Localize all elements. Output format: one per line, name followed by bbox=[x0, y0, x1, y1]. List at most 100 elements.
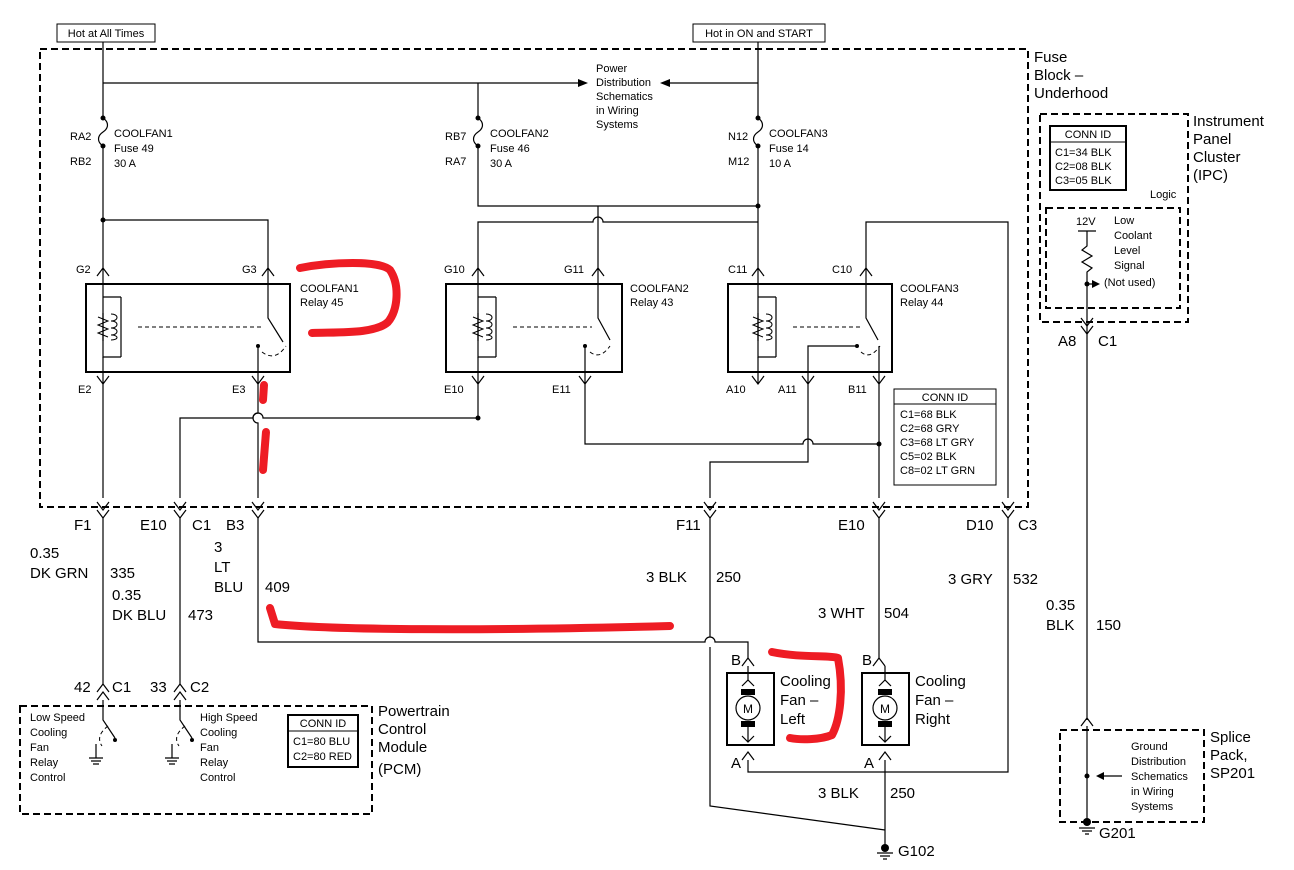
arrow-left-icon bbox=[660, 79, 670, 87]
svg-text:Fuse 46: Fuse 46 bbox=[490, 143, 530, 155]
pcm-module: Powertrain Control Module (PCM) 42 C1 33… bbox=[19, 679, 450, 815]
svg-text:Control: Control bbox=[378, 721, 426, 738]
svg-text:B: B bbox=[862, 652, 872, 669]
svg-text:Splice: Splice bbox=[1210, 729, 1251, 746]
svg-text:C1=68 BLK: C1=68 BLK bbox=[900, 409, 957, 421]
svg-text:CONN ID: CONN ID bbox=[300, 718, 347, 730]
svg-text:532: 532 bbox=[1013, 571, 1038, 588]
svg-text:C5=02 BLK: C5=02 BLK bbox=[900, 451, 957, 463]
svg-text:Panel: Panel bbox=[1193, 131, 1231, 148]
svg-text:SP201: SP201 bbox=[1210, 765, 1255, 782]
power-distribution-note: Power Distribution Schematics in Wiring … bbox=[596, 63, 653, 131]
hot-all-times-label: Hot at All Times bbox=[68, 28, 145, 40]
svg-text:3 BLK: 3 BLK bbox=[646, 569, 687, 586]
fuse-block-label-1: Fuse bbox=[1034, 49, 1067, 66]
svg-text:in Wiring: in Wiring bbox=[1131, 786, 1174, 798]
svg-text:(IPC): (IPC) bbox=[1193, 167, 1228, 184]
svg-text:C1: C1 bbox=[112, 679, 131, 696]
motor-icon-left: M bbox=[743, 702, 753, 716]
svg-text:Cooling: Cooling bbox=[200, 727, 237, 739]
svg-text:G2: G2 bbox=[76, 264, 91, 276]
fuse-coolfan2: RB7 RA7 COOLFAN2 Fuse 46 30 A bbox=[445, 114, 758, 207]
svg-text:Distribution: Distribution bbox=[596, 77, 651, 89]
svg-text:Pack,: Pack, bbox=[1210, 747, 1248, 764]
svg-text:Logic: Logic bbox=[1150, 189, 1177, 201]
svg-text:DK BLU: DK BLU bbox=[112, 607, 166, 624]
svg-text:(Not used): (Not used) bbox=[1104, 277, 1155, 289]
svg-text:RA2: RA2 bbox=[70, 131, 91, 143]
svg-text:D10: D10 bbox=[966, 517, 994, 534]
svg-text:30 A: 30 A bbox=[490, 158, 513, 170]
svg-text:Cluster: Cluster bbox=[1193, 149, 1241, 166]
svg-text:Schematics: Schematics bbox=[1131, 771, 1188, 783]
svg-text:250: 250 bbox=[890, 785, 915, 802]
svg-text:C10: C10 bbox=[832, 264, 852, 276]
svg-text:C1=34 BLK: C1=34 BLK bbox=[1055, 147, 1112, 159]
fuse-block-label-3: Underhood bbox=[1034, 85, 1108, 102]
svg-text:B: B bbox=[731, 652, 741, 669]
svg-text:Module: Module bbox=[378, 739, 427, 756]
svg-text:C2=08 BLK: C2=08 BLK bbox=[1055, 161, 1112, 173]
svg-text:CONN ID: CONN ID bbox=[1065, 129, 1112, 141]
svg-text:3 BLK: 3 BLK bbox=[818, 785, 859, 802]
svg-text:BLU: BLU bbox=[214, 579, 243, 596]
svg-text:Relay: Relay bbox=[200, 757, 229, 769]
svg-text:Low: Low bbox=[1114, 215, 1134, 227]
svg-text:G11: G11 bbox=[564, 264, 584, 276]
svg-text:Left: Left bbox=[780, 711, 806, 728]
motor-icon-right: M bbox=[880, 702, 890, 716]
svg-text:DK GRN: DK GRN bbox=[30, 565, 88, 582]
svg-text:Instrument: Instrument bbox=[1193, 113, 1265, 130]
svg-text:3 WHT: 3 WHT bbox=[818, 605, 865, 622]
svg-text:Relay 43: Relay 43 bbox=[630, 297, 673, 309]
svg-text:B3: B3 bbox=[226, 517, 244, 534]
svg-text:A: A bbox=[731, 755, 741, 772]
hot-on-start-label: Hot in ON and START bbox=[705, 28, 813, 40]
svg-text:E10: E10 bbox=[838, 517, 865, 534]
svg-text:C2=68 GRY: C2=68 GRY bbox=[900, 423, 960, 435]
ground-g201: G201 bbox=[1079, 818, 1136, 842]
svg-text:409: 409 bbox=[265, 579, 290, 596]
relay-coolfan2: G10 G11 E10 E11 COOLFAN2 Relay 43 bbox=[444, 264, 689, 396]
ground-g102: G102 bbox=[877, 843, 935, 860]
svg-text:(PCM): (PCM) bbox=[378, 761, 421, 778]
arrow-right-icon bbox=[578, 79, 588, 87]
svg-text:Distribution: Distribution bbox=[1131, 756, 1186, 768]
svg-text:Control: Control bbox=[30, 772, 65, 784]
svg-text:Ground: Ground bbox=[1131, 741, 1168, 753]
svg-text:Coolant: Coolant bbox=[1114, 230, 1152, 242]
svg-text:C3: C3 bbox=[1018, 517, 1037, 534]
svg-text:150: 150 bbox=[1096, 617, 1121, 634]
fuse-coolfan1: RA2 RB2 COOLFAN1 Fuse 49 30 A bbox=[70, 114, 173, 223]
svg-text:C3=68 LT GRY: C3=68 LT GRY bbox=[900, 437, 975, 449]
svg-text:RB2: RB2 bbox=[70, 156, 91, 168]
svg-text:COOLFAN3: COOLFAN3 bbox=[900, 283, 959, 295]
svg-text:3 GRY: 3 GRY bbox=[948, 571, 993, 588]
svg-text:Systems: Systems bbox=[1131, 801, 1174, 813]
svg-text:COOLFAN1: COOLFAN1 bbox=[114, 128, 173, 140]
fuse-block-label-2: Block – bbox=[1034, 67, 1084, 84]
svg-text:A10: A10 bbox=[726, 384, 746, 396]
svg-text:Cooling: Cooling bbox=[915, 673, 966, 690]
svg-text:E3: E3 bbox=[232, 384, 245, 396]
fuse-coolfan3: N12 M12 COOLFAN3 Fuse 14 10 A bbox=[728, 114, 828, 268]
svg-text:33: 33 bbox=[150, 679, 167, 696]
svg-text:0.35: 0.35 bbox=[112, 587, 141, 604]
conn-id-table-main: CONN ID C1=68 BLK C2=68 GRY C3=68 LT GRY… bbox=[893, 388, 997, 486]
svg-text:RA7: RA7 bbox=[445, 156, 466, 168]
svg-text:Fuse 49: Fuse 49 bbox=[114, 143, 154, 155]
svg-text:M12: M12 bbox=[728, 156, 749, 168]
hot-on-start-box bbox=[692, 23, 826, 43]
svg-text:E10: E10 bbox=[140, 517, 167, 534]
svg-text:Relay 44: Relay 44 bbox=[900, 297, 943, 309]
svg-text:G3: G3 bbox=[242, 264, 257, 276]
svg-text:C3=05 BLK: C3=05 BLK bbox=[1055, 175, 1112, 187]
fuse-block-outline bbox=[39, 48, 1029, 508]
svg-text:BLK: BLK bbox=[1046, 617, 1074, 634]
svg-text:in Wiring: in Wiring bbox=[596, 105, 639, 117]
svg-text:CONN ID: CONN ID bbox=[922, 392, 969, 404]
svg-text:473: 473 bbox=[188, 607, 213, 624]
svg-text:C2=80 RED: C2=80 RED bbox=[293, 751, 352, 763]
svg-text:Relay 45: Relay 45 bbox=[300, 297, 343, 309]
